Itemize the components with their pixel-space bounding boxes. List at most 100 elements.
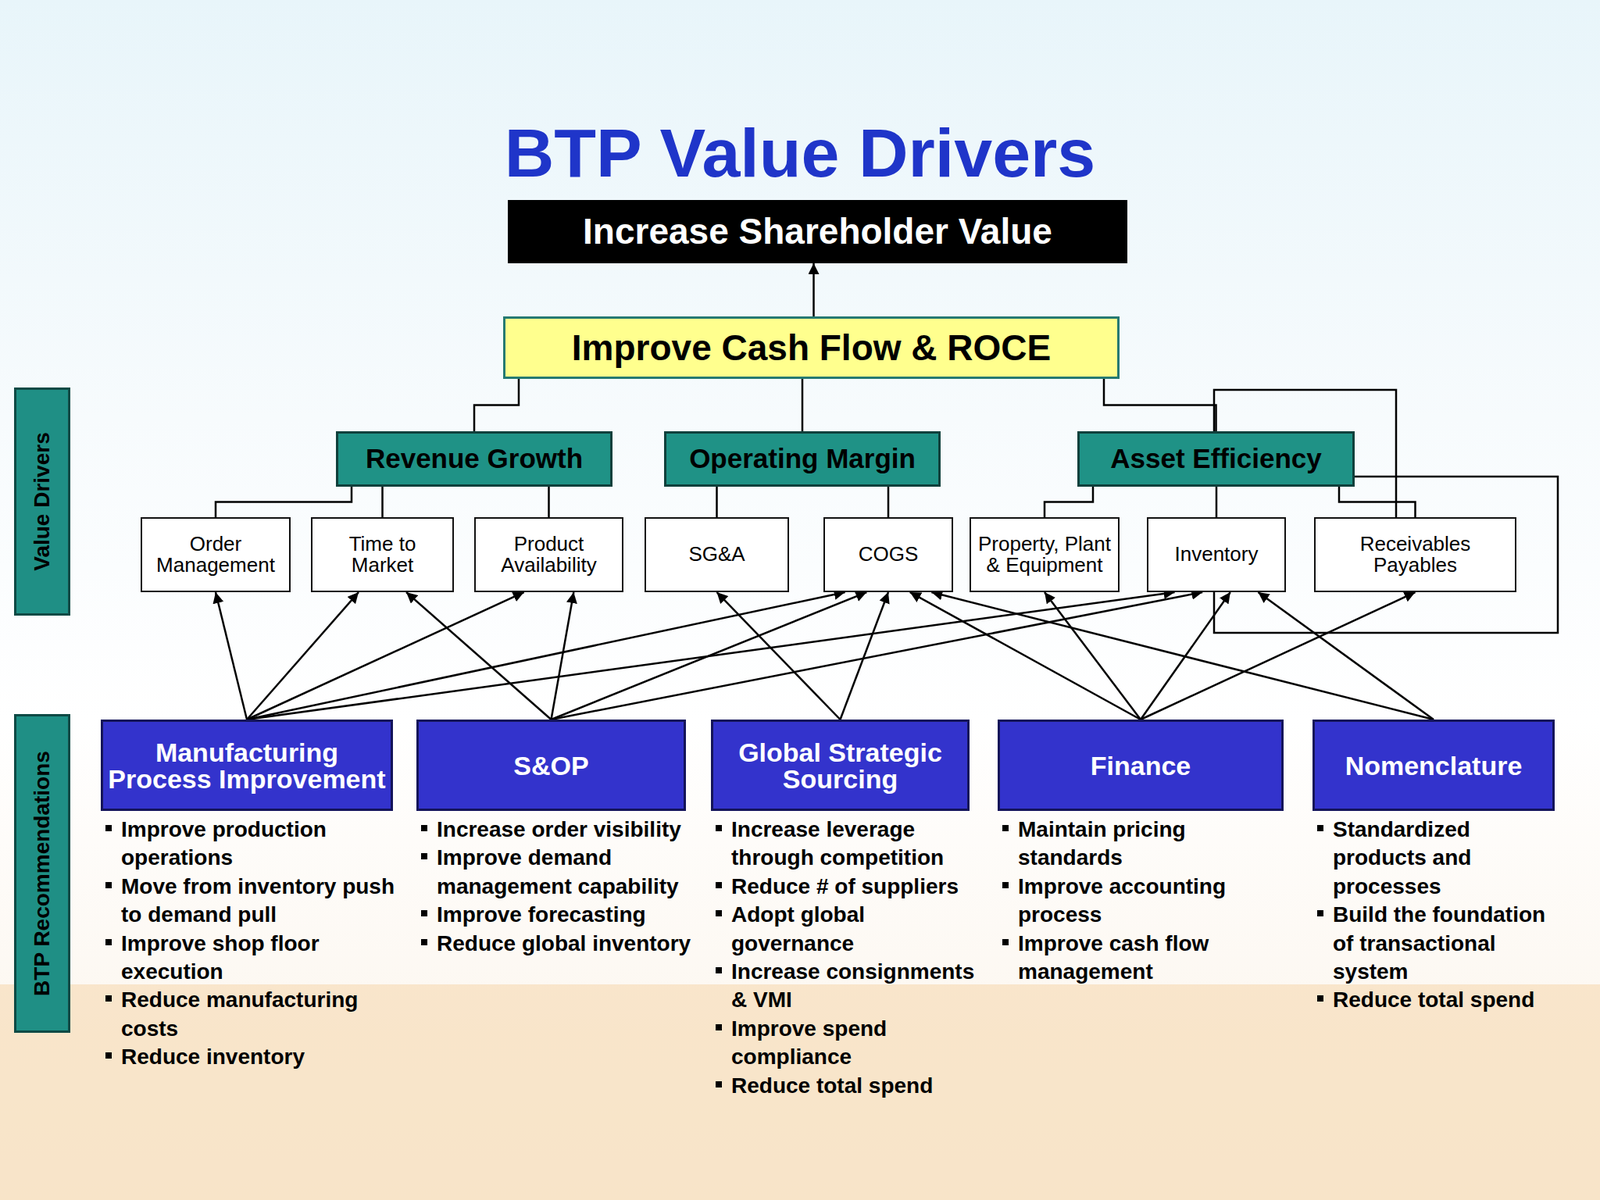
box-label: Asset Efficiency: [1084, 444, 1348, 474]
arrow-connector: [812, 263, 815, 317]
objective-box: Improve Cash Flow & ROCE: [503, 316, 1120, 379]
arrow-connector: [910, 592, 1141, 720]
arrow-connector: [215, 592, 247, 720]
recommendation-box: FinanceMaintain pricing standardsImprove…: [997, 719, 1284, 986]
sub-driver-box: Time to Market: [310, 517, 454, 593]
bullet-item: Maintain pricing standards: [1000, 815, 1295, 873]
bullet-item: Improve demand management capability: [419, 843, 697, 901]
tree-line: [1103, 378, 1217, 432]
bullet-list: Standardized products and processesBuild…: [1315, 815, 1566, 1015]
arrow-connector: [246, 592, 359, 720]
bullet-item: Increase order visibility: [419, 815, 697, 844]
bullet-list: Improve production operationsMove from i…: [103, 815, 404, 1072]
sub-driver-box: SG&A: [644, 517, 790, 593]
diagram-title: BTP Value Drivers: [0, 117, 1600, 190]
section-label: BTP Recommendations: [29, 750, 55, 997]
bullet-item: Standardized products and processes: [1315, 815, 1566, 901]
recommendation-header: Manufacturing Process Improvement: [100, 719, 393, 811]
bullet-item: Increase consignments & VMI: [714, 957, 981, 1015]
bullet-item: Improve production operations: [103, 815, 404, 873]
bullet-item: Reduce global inventory: [419, 929, 697, 958]
box-label: Time to Market: [317, 533, 448, 577]
bullet-item: Reduce manufacturing costs: [103, 985, 404, 1043]
bullet-list: Increase order visibilityImprove demand …: [419, 815, 697, 958]
arrow-connector: [551, 592, 1204, 720]
bullet-item: Improve accounting process: [1000, 872, 1295, 930]
sub-driver-box: COGS: [823, 517, 954, 593]
recommendation-box: Global Strategic SourcingIncrease levera…: [710, 719, 970, 1100]
box-label: Receivables Payables: [1320, 533, 1511, 577]
tree-line: [801, 378, 804, 432]
box-label: Revenue Growth: [342, 444, 606, 474]
recommendation-box: S&OPIncrease order visibilityImprove dem…: [416, 719, 686, 958]
box-label: Inventory: [1153, 543, 1280, 565]
sub-driver-box: Product Availability: [474, 517, 624, 593]
recommendation-title: Finance: [1004, 752, 1277, 779]
arrow-connector: [551, 592, 868, 720]
tree-line: [1339, 486, 1416, 518]
bullet-item: Reduce total spend: [1315, 985, 1566, 1015]
side-label-box: BTP Recommendations: [14, 714, 71, 1033]
sub-driver-box: Order Management: [140, 517, 291, 593]
arrow-connector: [840, 592, 890, 720]
recommendation-header: Nomenclature: [1312, 719, 1555, 811]
connector-group: [215, 263, 1434, 720]
value-driver-box: Revenue Growth: [335, 431, 613, 487]
bullet-list: Maintain pricing standardsImprove accoun…: [1000, 815, 1295, 986]
sub-driver-box: Receivables Payables: [1314, 517, 1517, 593]
bullet-item: Improve spend compliance: [714, 1014, 981, 1072]
tree-line: [715, 486, 718, 518]
arrow-connector: [1044, 592, 1141, 720]
arrow-connector: [551, 592, 575, 720]
value-driver-box: Operating Margin: [664, 431, 941, 487]
arrow-connector: [246, 592, 1175, 720]
box-label: Increase Shareholder Value: [515, 212, 1120, 250]
recommendation-box: NomenclatureStandardized products and pr…: [1312, 719, 1555, 1015]
bullet-item: Adopt global governance: [714, 900, 981, 958]
tree-line: [1215, 486, 1218, 518]
recommendation-title: Nomenclature: [1319, 752, 1548, 779]
bullet-item: Reduce inventory: [103, 1042, 404, 1072]
box-label: COGS: [829, 543, 947, 565]
bullet-item: Improve shop floor execution: [103, 929, 404, 987]
arrow-connector: [717, 592, 841, 720]
arrow-connector: [1257, 592, 1434, 720]
bullet-item: Reduce # of suppliers: [714, 872, 981, 901]
value-driver-box: Asset Efficiency: [1077, 431, 1355, 487]
bullet-item: Increase leverage through competition: [714, 815, 981, 873]
recommendation-header: S&OP: [416, 719, 686, 811]
box-label: Product Availability: [480, 533, 618, 577]
box-label: Operating Margin: [671, 444, 934, 474]
box-label: Property, Plant & Equipment: [975, 533, 1114, 577]
recommendation-title: Global Strategic Sourcing: [717, 739, 963, 793]
section-label: Value Drivers: [29, 432, 55, 571]
box-label: SG&A: [650, 543, 783, 565]
tree-line: [474, 378, 519, 432]
bullet-item: Move from inventory push to demand pull: [103, 872, 404, 930]
box-label: Improve Cash Flow & ROCE: [513, 328, 1110, 367]
arrow-connector: [931, 592, 1434, 720]
recommendation-header: Finance: [997, 719, 1284, 811]
recommendation-header: Global Strategic Sourcing: [710, 719, 970, 811]
tree-line: [1044, 486, 1093, 518]
sub-driver-box: Property, Plant & Equipment: [969, 517, 1120, 593]
sub-driver-box: Inventory: [1146, 517, 1286, 593]
tree-line: [887, 486, 890, 518]
recommendation-title: Manufacturing Process Improvement: [107, 739, 386, 793]
background-band: [0, 984, 1600, 1200]
tree-line: [215, 486, 352, 518]
arrow-connector: [246, 592, 846, 720]
bullet-item: Improve cash flow management: [1000, 929, 1295, 987]
tree-line: [381, 486, 384, 518]
recommendation-box: Manufacturing Process ImprovementImprove…: [100, 719, 393, 1072]
bullet-list: Increase leverage through competitionRed…: [714, 815, 981, 1100]
tree-line: [547, 486, 550, 518]
box-label: Order Management: [146, 533, 285, 577]
bullet-item: Build the foundation of transactional sy…: [1315, 900, 1566, 986]
bullet-item: Reduce total spend: [714, 1071, 981, 1100]
goal-box: Increase Shareholder Value: [507, 200, 1128, 264]
arrow-connector: [406, 592, 552, 720]
bullet-item: Improve forecasting: [419, 900, 697, 929]
recommendation-title: S&OP: [423, 752, 679, 779]
